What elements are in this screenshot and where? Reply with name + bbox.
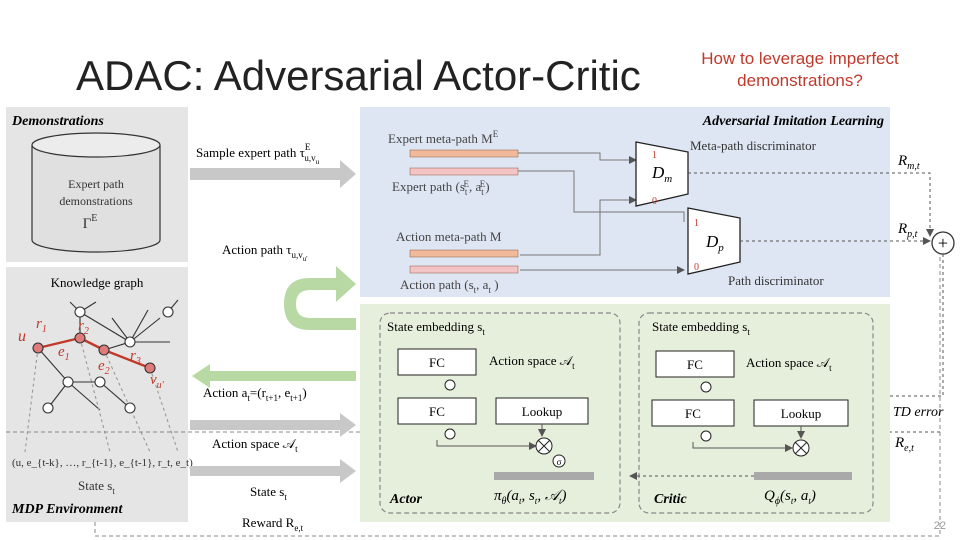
reward-label: Reward Re,t [242,515,304,533]
edge-r2-label: r2 [78,318,89,337]
dp-label: Dp [705,232,724,254]
actor-output-bar [494,472,594,480]
actor-fc2-label: FC [429,404,445,419]
ail-heading: Adversarial Imitation Learning [702,114,884,129]
mdp-environment-panel [6,267,188,522]
kg-nodes [32,306,174,414]
slide-question: How to leverage imperfect demonstrations… [670,48,930,92]
state-arrow [190,459,356,483]
action-space-label: Action space 𝒜t [212,436,298,454]
page-number: 22 [933,520,946,532]
critic-fc2 [651,399,735,427]
node-e1-label: e1 [58,344,70,363]
critic-fc1-label: FC [687,357,703,372]
critic-act1-icon [700,381,712,393]
rm-label: Rm,t [897,153,920,172]
actor-fc2 [397,397,477,425]
expert-path-label: Expert path (stE, atE) [392,179,490,197]
expert-path-connector-2 [518,170,575,200]
actor-state-emb: State embedding st [387,319,485,337]
expert-path-connector [573,200,685,222]
critic-box [638,312,874,514]
action-path-bar [409,265,519,274]
action-meta-label: Action meta-path M [396,229,502,244]
actor-fc-to-mul [436,440,537,450]
actor-lookup-label: Lookup [522,404,562,419]
actor-box [379,312,621,514]
dm-one: 1 [652,150,657,161]
td-error-label: TD error [893,405,944,420]
actor-lookup [495,397,589,425]
db-label-2: demonstrations [59,194,133,208]
ail-panel [360,107,890,297]
actor-act2-icon [444,428,456,440]
edge-r1-label: r1 [36,316,47,335]
state-arrow-label: State st [250,484,287,502]
critic-output-bar [754,472,852,480]
action-path-label: Action path τu,vu' [222,242,308,263]
actor-sigma: σ [557,457,562,467]
expert-meta-connector [518,152,637,164]
database-icon [31,132,161,253]
critic-state-emb: State embedding st [652,319,750,337]
critic-fc2-label: FC [685,406,701,421]
actor-act1-icon [444,379,456,391]
reward-dashed-line [94,250,941,537]
sample-expert-arrow [190,160,356,188]
kg-heading: Knowledge graph [51,275,144,290]
critic-q: Qϕ(st, at) [764,488,816,507]
meta-path-discriminator [635,141,689,207]
state-tuple: (u, e_{t-k}, …, r_{t-1}, e_{t-1}, r_t, e… [12,457,193,469]
green-loop-arrow [284,266,356,330]
edge-r3-label: r3 [130,348,141,367]
question-line-1: How to leverage imperfect [701,49,899,68]
actor-label: Actor [389,492,422,507]
rm-connector [688,172,934,237]
path-disc-label: Path discriminator [728,273,824,288]
node-e2-label: e2 [98,358,110,377]
dm-label: Dm [651,163,672,185]
critic-fc-to-mul [692,442,793,452]
action-path-bar-label: Action path (st, at ) [400,277,499,295]
critic-act2-icon [700,430,712,442]
critic-lookup-label: Lookup [781,406,821,421]
actor-fc1-label: FC [429,355,445,370]
actor-multiply-cross [537,439,551,453]
expert-meta-bar [409,149,519,158]
expert-meta-label: Expert meta-path ME [388,129,499,146]
actor-sigma-icon [552,454,566,468]
node-u-label: u [18,328,26,345]
action-meta-connector [520,196,637,256]
actor-action-space: Action space 𝒜t [489,353,575,371]
sum-plus: + [938,233,948,253]
rp-label: Rp,t [897,221,918,240]
action-meta-bar [409,249,519,258]
db-label-1: Expert path [68,177,124,191]
action-space-arrow [190,413,356,437]
state-label: State st [78,478,115,496]
action-arrow [192,364,356,388]
critic-fc1 [655,350,735,378]
critic-multiply-cross [794,441,808,455]
node-vu-label: vu' [150,372,165,391]
action-label: Action at=(rt+1, et+1) [203,385,307,403]
actor-fc1 [397,348,477,376]
expert-path-bar [409,167,519,176]
actor-policy: πθ(at, st, 𝒜t) [494,488,567,507]
db-symbol: ΓE [83,213,98,232]
critic-label: Critic [654,492,687,507]
question-line-2: demonstrations? [737,71,863,90]
dp-one: 1 [694,218,699,229]
dp-zero: 0 [694,262,699,273]
demonstrations-heading: Demonstrations [11,114,104,129]
dm-zero: 0 [652,196,657,207]
meta-disc-label: Meta-path discriminator [690,138,817,153]
mdp-heading: MDP Environment [11,502,123,517]
path-discriminator [687,207,741,275]
slide-title: ADAC: Adversarial Actor-Critic [76,52,641,99]
re-label: Re,t [894,435,914,454]
critic-action-space: Action space 𝒜t [746,355,832,373]
